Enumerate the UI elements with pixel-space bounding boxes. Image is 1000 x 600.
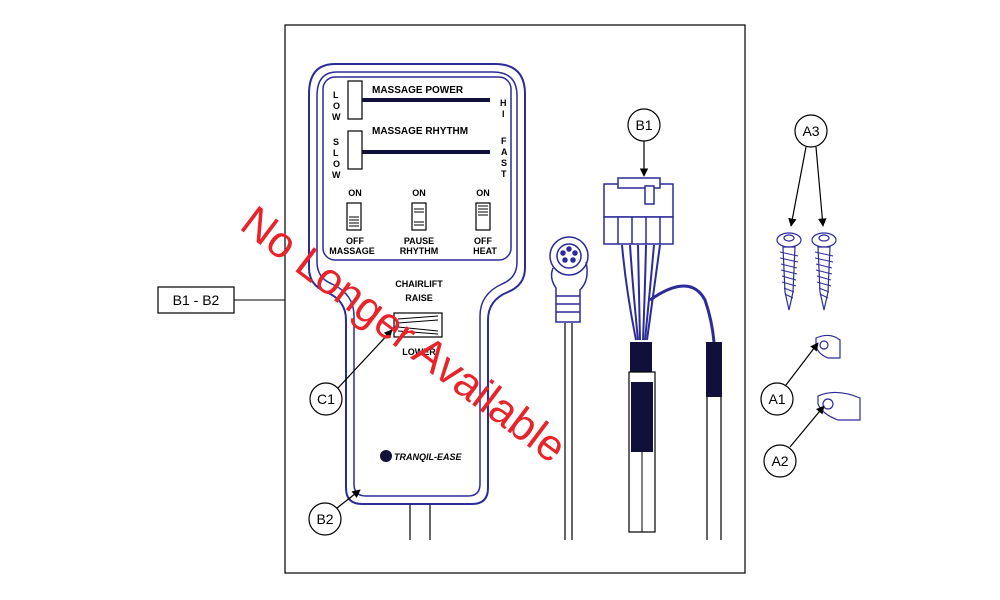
heat-label: HEAT <box>473 246 497 256</box>
chairlift-rocker <box>393 312 443 338</box>
massage-switch-on: ON <box>348 188 362 198</box>
callout-a3-label: A3 <box>802 123 819 139</box>
chairlift-label: CHAIRLIFT <box>395 279 443 289</box>
brand-dot-icon <box>380 450 392 462</box>
rhythm-fast-f: F <box>501 136 507 146</box>
callout-c1-label: C1 <box>317 391 335 407</box>
callout-a2: A2 <box>763 405 825 478</box>
screw-right <box>811 232 837 311</box>
massage-rhythm-label: MASSAGE RHYTHM <box>372 126 468 137</box>
harness-cables <box>628 342 722 540</box>
callout-a2-label: A2 <box>771 453 788 469</box>
massage-power-label: MASSAGE POWER <box>372 85 464 96</box>
massage-switch: ON OFF MASSAGE <box>329 188 375 256</box>
callout-b2-label: B2 <box>316 511 333 527</box>
heat-switch-on: ON <box>476 188 490 198</box>
callout-a1-label: A1 <box>768 391 785 407</box>
heat-switch: ON OFF HEAT <box>473 188 497 256</box>
massage-switch-off: OFF <box>346 236 364 246</box>
remote-control <box>308 63 526 540</box>
pause-label: PAUSE <box>404 236 434 246</box>
callout-c1: C1 <box>309 329 393 416</box>
power-low-o: O <box>333 101 340 111</box>
heat-switch-off: OFF <box>474 236 492 246</box>
callout-b1-b2: B1 - B2 <box>157 286 285 314</box>
power-low-l: L <box>333 90 339 100</box>
rhythm-fast-a: A <box>501 147 508 157</box>
rhythm-fast-s: S <box>501 158 507 168</box>
rhythm-slow-s: S <box>333 137 339 147</box>
power-low-w: W <box>332 112 341 122</box>
rhythm-fast-t: T <box>501 169 507 179</box>
din-plug-cable <box>549 236 589 540</box>
massage-rhythm-slider: MASSAGE RHYTHM S L O W F A S T <box>332 126 508 180</box>
clamp-small <box>815 334 841 359</box>
callout-b1: B1 <box>627 108 661 177</box>
rhythm-slow-o: O <box>333 159 340 169</box>
clamp-large <box>817 391 861 421</box>
power-hi-i: I <box>502 109 505 119</box>
power-hi-h: H <box>500 98 507 108</box>
massage-switch-label: MASSAGE <box>329 246 375 256</box>
callout-b1-label: B1 <box>635 117 652 133</box>
rhythm-switch: ON PAUSE RHYTHM <box>400 188 439 256</box>
brand-label: TRANQIL-EASE <box>394 452 462 462</box>
callout-a1: A1 <box>760 342 819 416</box>
callout-a3: A3 <box>788 114 828 227</box>
massage-power-slider: MASSAGE POWER L O W H I <box>332 80 507 122</box>
diagram-frame <box>284 24 746 574</box>
harness-connector <box>603 177 716 343</box>
rhythm-label: RHYTHM <box>400 246 439 256</box>
lower-label: LOWER <box>402 347 436 357</box>
rhythm-slow-w: W <box>332 170 341 180</box>
screw-left <box>776 232 802 311</box>
raise-label: RAISE <box>405 293 433 303</box>
callout-b2: B2 <box>308 489 361 536</box>
rhythm-slow-l: L <box>333 148 339 158</box>
rhythm-switch-on: ON <box>412 188 426 198</box>
callout-b1-b2-label: B1 - B2 <box>173 292 220 308</box>
